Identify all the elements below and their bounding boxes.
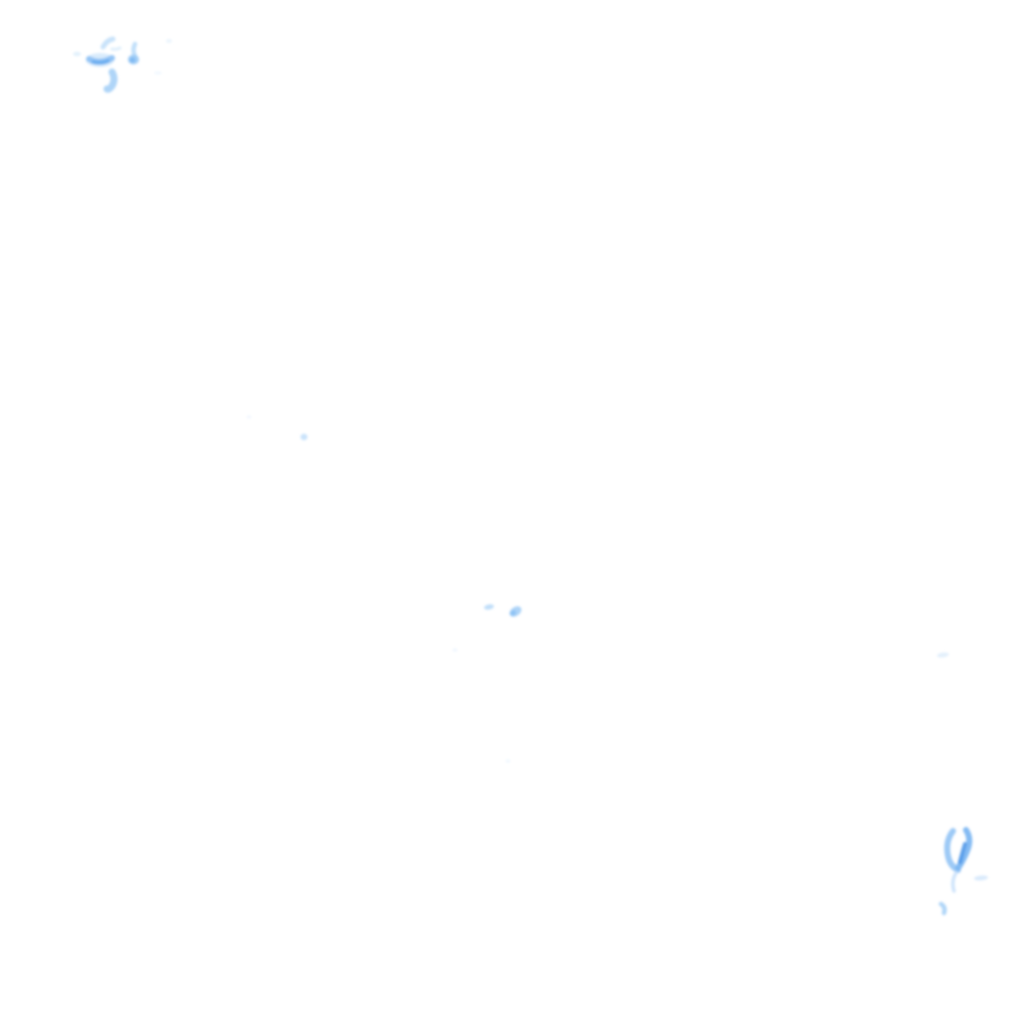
dot-mid xyxy=(300,433,308,441)
speck-center-lower xyxy=(505,759,511,763)
squiggle-core xyxy=(958,842,967,864)
teardrop-below xyxy=(103,68,118,93)
speck-topleft-far-left xyxy=(73,51,81,57)
squiggle-tail xyxy=(951,871,958,893)
comma-top xyxy=(100,36,116,50)
dash-center-left xyxy=(484,604,494,610)
comma-top-dash xyxy=(110,46,122,51)
speck-topleft-low xyxy=(154,71,162,75)
crescent-core xyxy=(91,59,110,65)
tick-bottom-right xyxy=(938,901,947,916)
dash-right-mid xyxy=(937,652,949,658)
hook-right-core xyxy=(129,57,136,63)
speck-center-low xyxy=(452,648,458,652)
blob-center-core xyxy=(509,610,517,616)
squiggle-left-branch xyxy=(944,828,961,873)
speck-mid-left xyxy=(246,415,252,419)
smudge-layer xyxy=(73,36,988,916)
dash-bottom-right xyxy=(974,875,988,881)
speck-topleft-right xyxy=(166,39,172,43)
hook-right-neck xyxy=(131,41,138,59)
